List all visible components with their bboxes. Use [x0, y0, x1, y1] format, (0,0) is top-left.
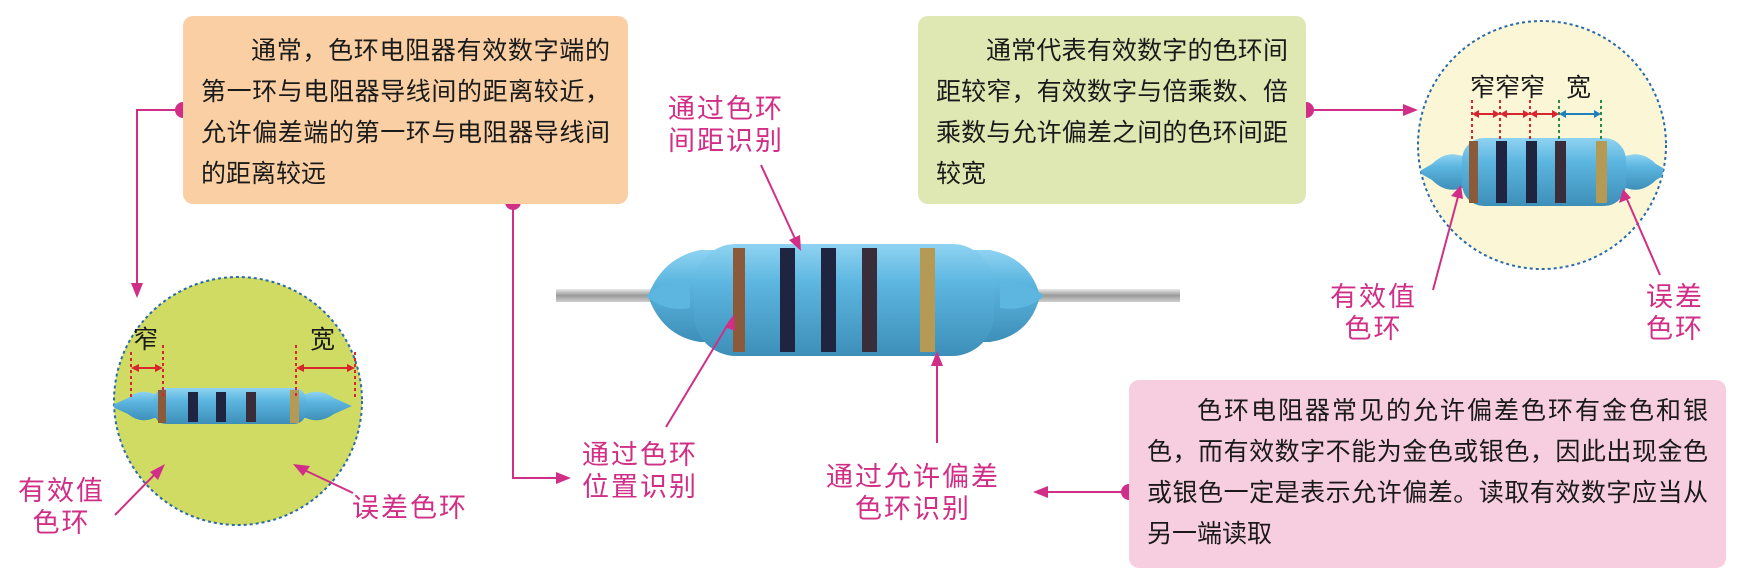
main-resistor — [556, 244, 1180, 356]
arrow-heads — [131, 104, 1631, 498]
note-box-position: 通常，色环电阻器有效数字端的第一环与电阻器导线间的距离较近，允许偏差端的第一环与… — [183, 16, 628, 204]
right-magnifier — [1417, 20, 1667, 270]
label-position-identify: 通过色环 位置识别 — [582, 440, 698, 503]
label-wide: 宽 — [310, 325, 336, 354]
right-resistor — [1418, 138, 1666, 206]
connector-lines — [114, 109, 1661, 516]
left-resistor — [114, 388, 352, 424]
note-box-tolerance: 色环电阻器常见的允许偏差色环有金色和银色，而有效数字不能为金色或银色，因此出现金… — [1129, 380, 1726, 568]
label-narrow: 窄 — [133, 325, 159, 354]
label-wide-top: 宽 — [1566, 73, 1592, 102]
label-right-error-band: 误差 色环 — [1646, 282, 1704, 345]
left-magnifier — [113, 276, 363, 526]
note-box-spacing: 通常代表有效数字的色环间距较窄，有效数字与倍乘数、倍乘数与允许偏差之间的色环间距… — [918, 16, 1306, 204]
label-spacing-identify: 通过色环 间距识别 — [668, 94, 784, 157]
label-left-error-band: 误差色环 — [352, 493, 468, 524]
label-left-significant-band: 有效值 色环 — [18, 476, 105, 539]
label-tolerance-identify: 通过允许偏差 色环识别 — [826, 462, 1000, 525]
label-right-significant-band: 有效值 色环 — [1330, 282, 1417, 345]
label-narrow-top: 窄窄窄 — [1470, 73, 1546, 102]
